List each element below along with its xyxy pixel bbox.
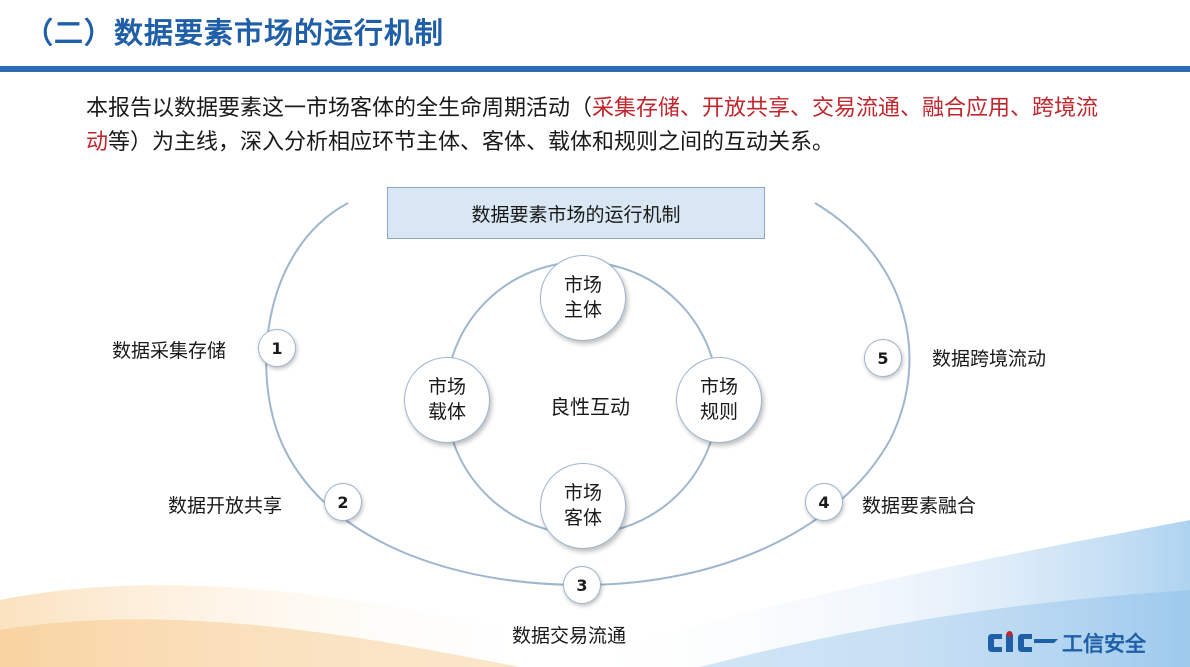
logo-text: 工信安全 [1062, 632, 1146, 656]
cic-logo: 工信安全 [988, 628, 1146, 658]
node-market-rules: 市场 规则 [676, 357, 762, 443]
step-5-label: 数据跨境流动 [932, 348, 1047, 370]
intro-text-start: 本报告以数据要素这一市场客体的全生命周期活动（ [86, 96, 593, 121]
intro-highlight: 采集存储、开放共享、交易流通、融合应用、跨境流动 [86, 96, 1099, 155]
page-title: （二）数据要素市场的运行机制 [24, 16, 445, 50]
header-divider [0, 66, 1190, 72]
node-market-carrier: 市场 载体 [404, 357, 490, 443]
node-line-1: 市场 [563, 274, 602, 296]
header-bar: （二）数据要素市场的运行机制 [0, 0, 1190, 68]
node-market-object: 市场 客体 [540, 463, 626, 549]
intro-paragraph: 本报告以数据要素这一市场客体的全生命周期活动（采集存储、开放共享、交易流通、融合… [86, 92, 1106, 160]
center-label: 良性互动 [550, 395, 630, 419]
step-2-label: 数据开放共享 [168, 495, 283, 517]
diagram-title-box: 数据要素市场的运行机制 [387, 187, 765, 239]
node-line-2: 规则 [699, 401, 738, 423]
node-market-subject: 市场 主体 [540, 255, 626, 341]
step-4-marker: 4 [805, 483, 843, 521]
step-2-marker: 2 [324, 483, 362, 521]
step-5-marker: 5 [864, 339, 902, 377]
intro-text-end: 等）为主线，深入分析相应环节主体、客体、载体和规则之间的互动关系。 [108, 130, 835, 155]
node-line-2: 载体 [427, 401, 466, 423]
step-3-marker: 3 [563, 566, 601, 604]
step-1-marker: 1 [258, 329, 296, 367]
cic-logo-mark-icon [988, 631, 1058, 652]
step-1-label: 数据采集存储 [112, 340, 227, 362]
step-3-label: 数据交易流通 [512, 625, 627, 647]
node-line-2: 主体 [563, 299, 602, 321]
node-line-1: 市场 [563, 482, 602, 504]
node-line-1: 市场 [427, 376, 466, 398]
step-4-label: 数据要素融合 [862, 495, 977, 517]
node-line-2: 客体 [563, 507, 602, 529]
node-line-1: 市场 [699, 376, 738, 398]
